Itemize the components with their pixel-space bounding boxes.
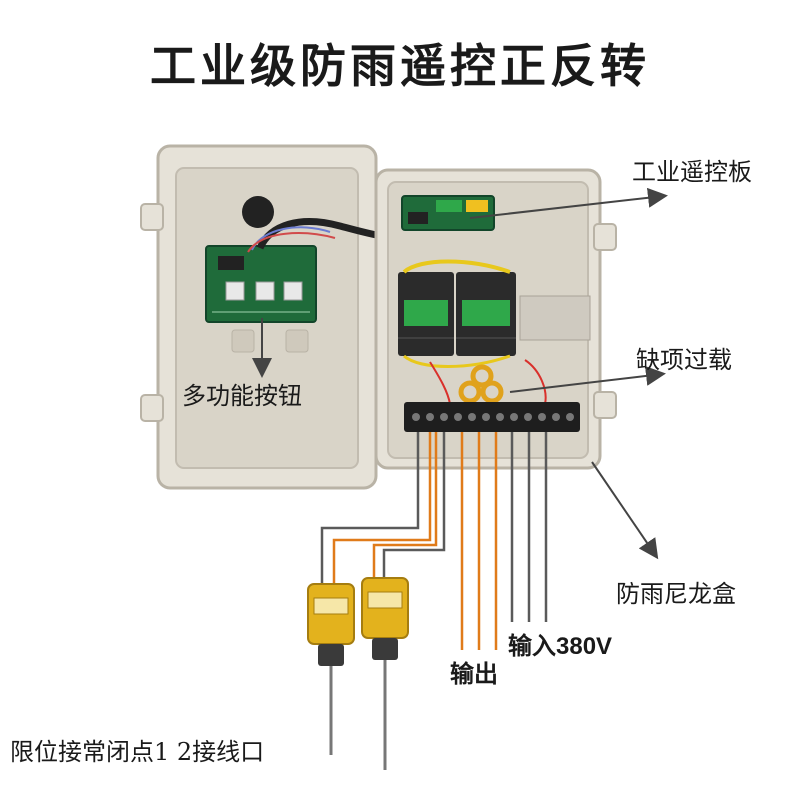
label-limit-switch: 限位接常闭点1 2接线口 [10,738,265,766]
contactor-left [398,272,454,356]
callout-arrow-rainproof-box [591,461,659,560]
label-input-380v: 输入380V [508,633,613,660]
din-rail [519,295,591,341]
label-remote-board: 工业遥控板 [632,158,752,186]
cable-gland [242,196,274,228]
wiring-harness [320,432,548,650]
page-title: 工业级防雨遥控正反转 [150,39,650,93]
label-output: 输出 [450,661,498,688]
limit-switch-2 [361,577,409,770]
callout-arrow-overload [509,365,666,393]
limit-switch-1 [307,583,355,755]
box-mount-tab [593,391,617,419]
screw-post [285,329,309,353]
label-multi-button: 多功能按钮 [182,382,302,410]
lid-hinge-tab [140,203,164,231]
callout-arrow-remote-board [469,187,668,219]
terminal-block [404,402,580,432]
label-rainproof-box: 防雨尼龙盒 [616,580,736,608]
lid-hinge-tab [140,394,164,422]
screw-post [231,329,255,353]
label-phase-overload: 缺项过载 [636,346,732,374]
multi-function-button-pcb [205,245,317,323]
contactor-right [456,272,516,356]
remote-control-board [401,195,495,231]
phase-overload-relay [458,364,504,404]
box-mount-tab [593,223,617,251]
